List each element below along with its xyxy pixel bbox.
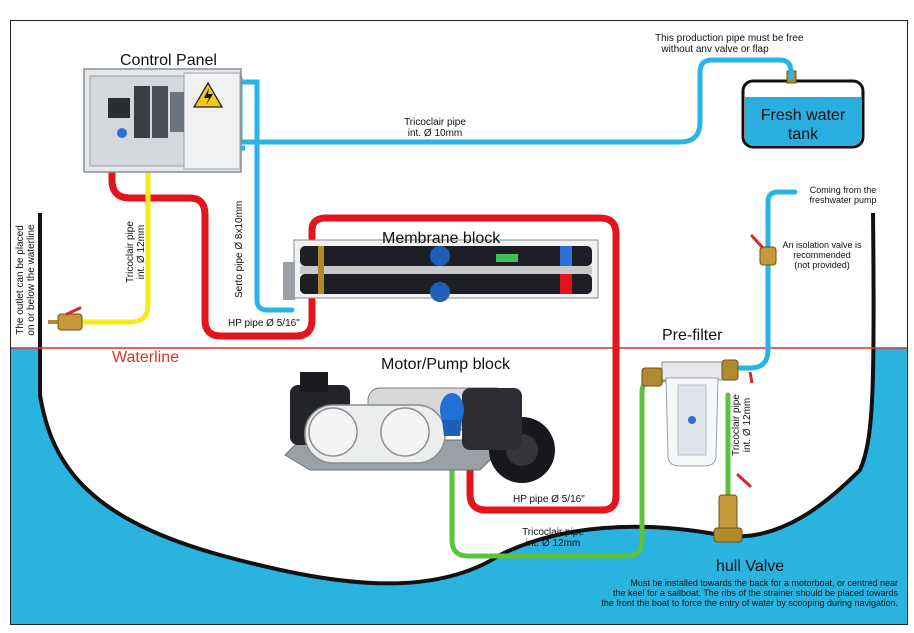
tricoclair-12mm-bottom-line-1: Tricoclair pipe <box>522 527 584 538</box>
isolation-valve-device <box>750 234 777 266</box>
hp-pipe-top-label: HP pipe Ø 5/16" <box>228 318 300 329</box>
tricoclair-12mm-left-label: Tricoclair pipe int. Ø 12mm <box>125 212 147 292</box>
tricoclair-12mm-left-line-1: Tricoclair pipe <box>125 221 136 283</box>
serto-pipe-label: Serto pipe Ø 8x10mm <box>234 200 245 298</box>
tank-water <box>745 97 861 145</box>
production-pipe <box>237 57 794 145</box>
tricoclair-10mm-line-2: int. Ø 10mm <box>407 128 463 139</box>
production-pipe-note: This production pipe must be free withou… <box>655 33 804 55</box>
fresh-water-tank-line-2: tank <box>787 126 819 143</box>
motor-pump-title: Motor/Pump block <box>381 356 510 373</box>
tricoclair-12mm-right-line-2: int. Ø 12mm <box>742 397 753 453</box>
pre-filter-device <box>641 359 754 467</box>
pre-filter-title: Pre-filter <box>662 327 723 344</box>
waterline-label: Waterline <box>112 349 179 366</box>
fresh-water-tank-label: Fresh water tank <box>745 106 861 144</box>
freshwater-feed-pipe <box>732 189 798 371</box>
outlet-note-line-1: The outlet can be placed <box>15 225 26 335</box>
outlet-valve-device <box>48 306 83 331</box>
outlet-note: The outlet can be placed on or below the… <box>15 215 37 345</box>
outlet-note-line-2: on or below the waterline <box>26 224 37 336</box>
tricoclair-12mm-left-line-2: int. Ø 12mm <box>136 224 147 280</box>
fresh-water-tank-line-1: Fresh water <box>760 107 846 124</box>
hull-valve-device <box>713 473 752 543</box>
production-pipe-note-line-2: without anv valve or flap <box>661 44 769 55</box>
coming-from-line-2: freshwater pump <box>809 195 877 205</box>
tricoclair-12mm-bottom-label: Tricoclair pipe int. Ø 12mm <box>503 527 603 549</box>
isolation-line-2: recommended <box>793 250 851 260</box>
tricoclair-12mm-right-line-1: Tricoclair pipe <box>731 394 742 456</box>
membrane-block-title: Membrane block <box>382 230 501 247</box>
isolation-line-1: An isolation valve is <box>782 240 862 250</box>
motor-pump-device <box>284 372 555 483</box>
coming-from-pump-label: Coming from the freshwater pump <box>793 185 893 205</box>
hp-pipe-right <box>308 214 620 514</box>
tricoclair-10mm-line-1: Tricoclair pipe <box>404 117 466 128</box>
control-panel-title: Control Panel <box>120 52 217 69</box>
hull-note-line-2: the keel for a sailboat. The ribs of the… <box>613 588 898 598</box>
coming-from-line-1: Coming from the <box>809 185 877 195</box>
production-pipe-note-line-1: This production pipe must be free <box>655 33 804 44</box>
membrane-block-device <box>283 239 599 302</box>
isolation-line-3: (not provided) <box>794 260 850 270</box>
control-panel-device <box>83 68 242 173</box>
frame-border <box>10 20 908 625</box>
hull-outline <box>38 212 876 586</box>
tricoclair-10mm-label: Tricoclair pipe int. Ø 10mm <box>380 117 490 139</box>
hull-valve-note: Must be installed towards the back for a… <box>588 578 898 608</box>
tricoclair-12mm-bottom-line-2: int. Ø 12mm <box>525 538 581 549</box>
hp-pipe-left <box>108 121 316 340</box>
hull-valve-title: hull Valve <box>716 558 785 575</box>
isolation-valve-note: An isolation valve is recommended (not p… <box>772 240 872 270</box>
outlet-pipe <box>77 162 151 325</box>
tricoclair-12mm-right-label: Tricoclair pipe int. Ø 12mm <box>731 390 753 460</box>
hp-pipe-bottom-label: HP pipe Ø 5/16" <box>513 494 585 505</box>
hull-note-line-3: the front the boat to force the entry of… <box>601 598 898 608</box>
hull-note-line-1: Must be installed towards the back for a… <box>630 578 898 588</box>
serto-pipe <box>239 79 295 313</box>
